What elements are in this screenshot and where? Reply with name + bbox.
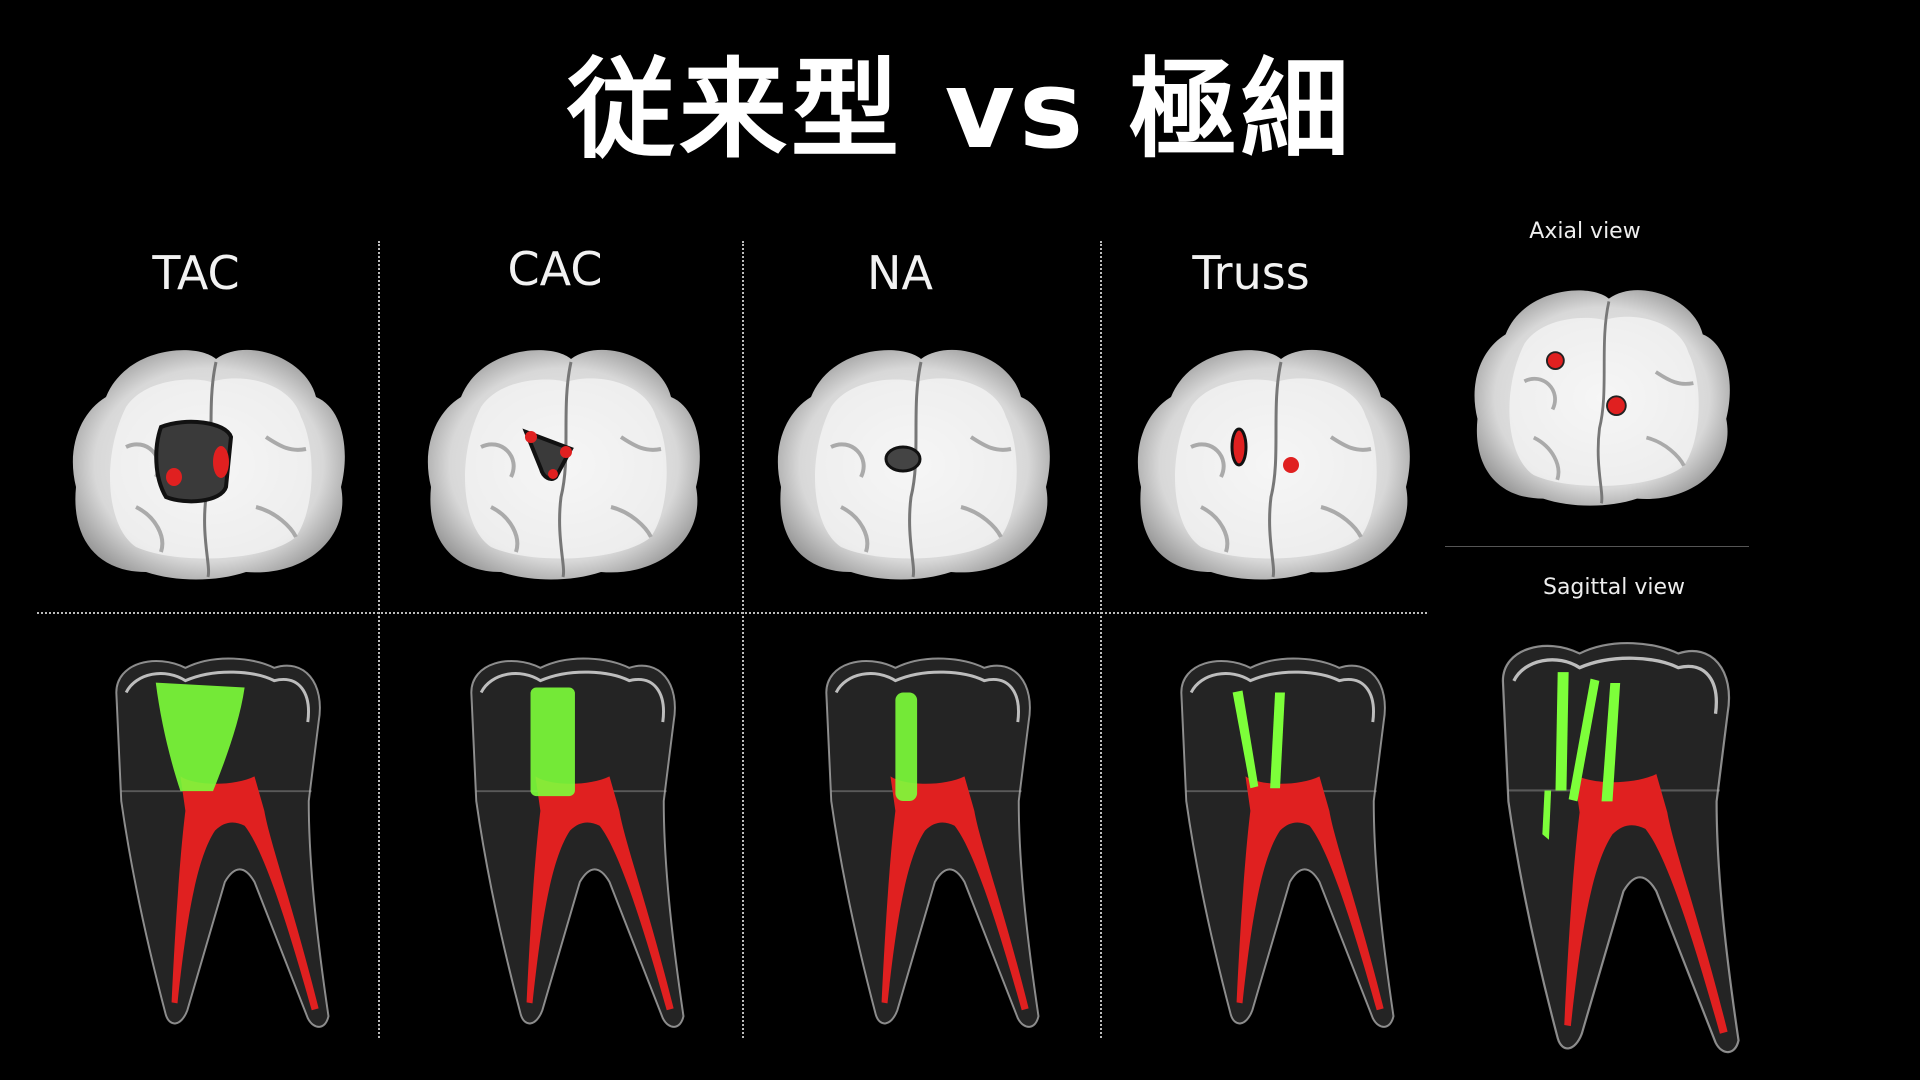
column-label-cac: CAC <box>507 242 603 296</box>
view-divider <box>1445 546 1749 547</box>
sagittal-view-label: Sagittal view <box>1542 575 1686 600</box>
column-divider <box>742 241 744 1038</box>
column-label-truss: Truss <box>1192 246 1310 300</box>
column-divider <box>1100 241 1102 1038</box>
truss-sagittal-image <box>1160 653 1400 1033</box>
sagittal-view-image <box>1480 637 1745 1059</box>
slide-title: 従来型 vs 極細 <box>567 48 1353 173</box>
tac-occlusal-image <box>65 337 347 582</box>
truss-occlusal-image <box>1130 337 1412 582</box>
na-occlusal-image <box>770 337 1052 582</box>
tac-sagittal-image <box>95 653 335 1033</box>
cac-sagittal-image <box>450 653 690 1033</box>
row-divider <box>37 612 1427 614</box>
column-label-na: NA <box>867 246 933 300</box>
na-sagittal-image <box>805 653 1045 1033</box>
cac-occlusal-image <box>420 337 702 582</box>
axial-view-image <box>1468 278 1731 508</box>
column-divider <box>378 241 380 1038</box>
column-label-tac: TAC <box>152 246 240 300</box>
axial-view-label: Axial view <box>1529 219 1641 244</box>
